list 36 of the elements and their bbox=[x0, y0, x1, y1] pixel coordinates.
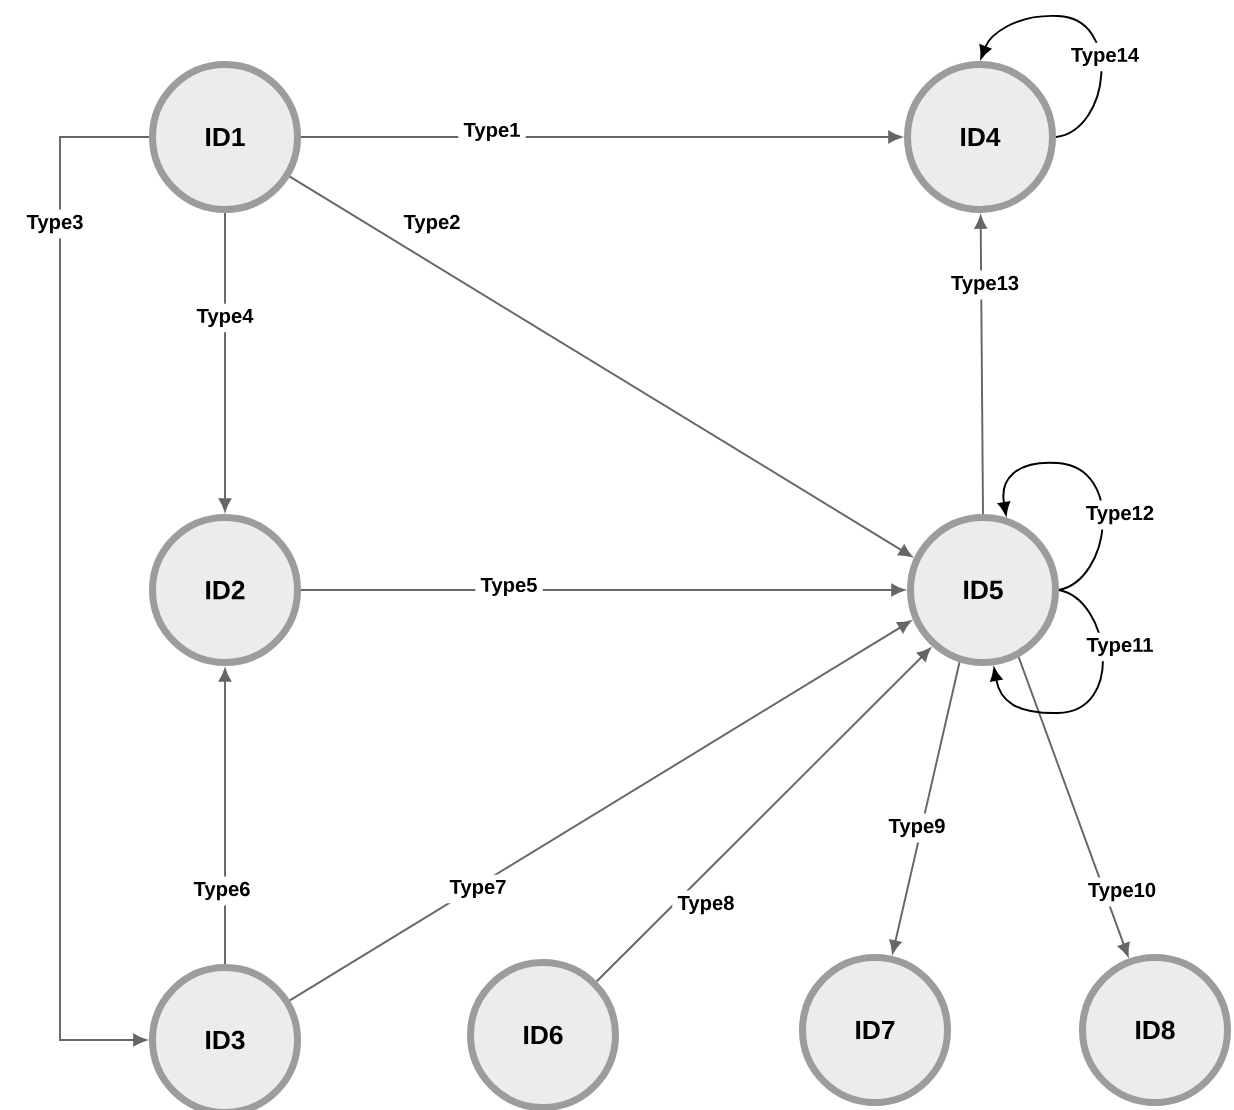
arrow bbox=[218, 668, 232, 965]
arrow bbox=[300, 130, 902, 144]
circle-node: ID7 bbox=[799, 954, 952, 1106]
arrow bbox=[59, 136, 150, 1047]
circle-node: ID5 bbox=[907, 514, 1060, 666]
edge-label: Type6 bbox=[188, 876, 256, 906]
arrow bbox=[997, 461, 1104, 591]
circle-node: ID3 bbox=[149, 964, 302, 1110]
arrow bbox=[300, 583, 905, 597]
edge-label: Type9 bbox=[883, 813, 951, 843]
arrow bbox=[974, 215, 987, 515]
circle-node: ID1 bbox=[149, 61, 302, 213]
edge-label: Type1 bbox=[458, 117, 526, 147]
circle-node: ID4 bbox=[904, 61, 1057, 213]
arrow bbox=[979, 15, 1103, 138]
edge-label: Type4 bbox=[191, 303, 259, 333]
edge-label: Type7 bbox=[444, 874, 512, 904]
circle-node: ID2 bbox=[149, 514, 302, 666]
circle-node: ID6 bbox=[467, 959, 620, 1110]
edge-label: Type5 bbox=[475, 572, 543, 602]
arrow bbox=[1017, 656, 1130, 957]
edge-label: Type2 bbox=[398, 209, 466, 239]
arrow bbox=[288, 620, 912, 1002]
edge-label: Type3 bbox=[21, 209, 89, 239]
edge-label: Type14 bbox=[1065, 42, 1145, 72]
edge-label: Type10 bbox=[1082, 877, 1162, 907]
arrow bbox=[288, 175, 913, 558]
arrow bbox=[990, 589, 1104, 714]
arrow bbox=[595, 647, 931, 983]
arrow bbox=[889, 661, 961, 954]
edge-label: Type12 bbox=[1080, 500, 1160, 530]
edge-label: Type11 bbox=[1081, 632, 1159, 662]
edge-label: Type13 bbox=[945, 270, 1025, 300]
arrow bbox=[218, 212, 232, 512]
edge-label: Type8 bbox=[672, 890, 740, 920]
circle-node: ID8 bbox=[1079, 954, 1232, 1106]
